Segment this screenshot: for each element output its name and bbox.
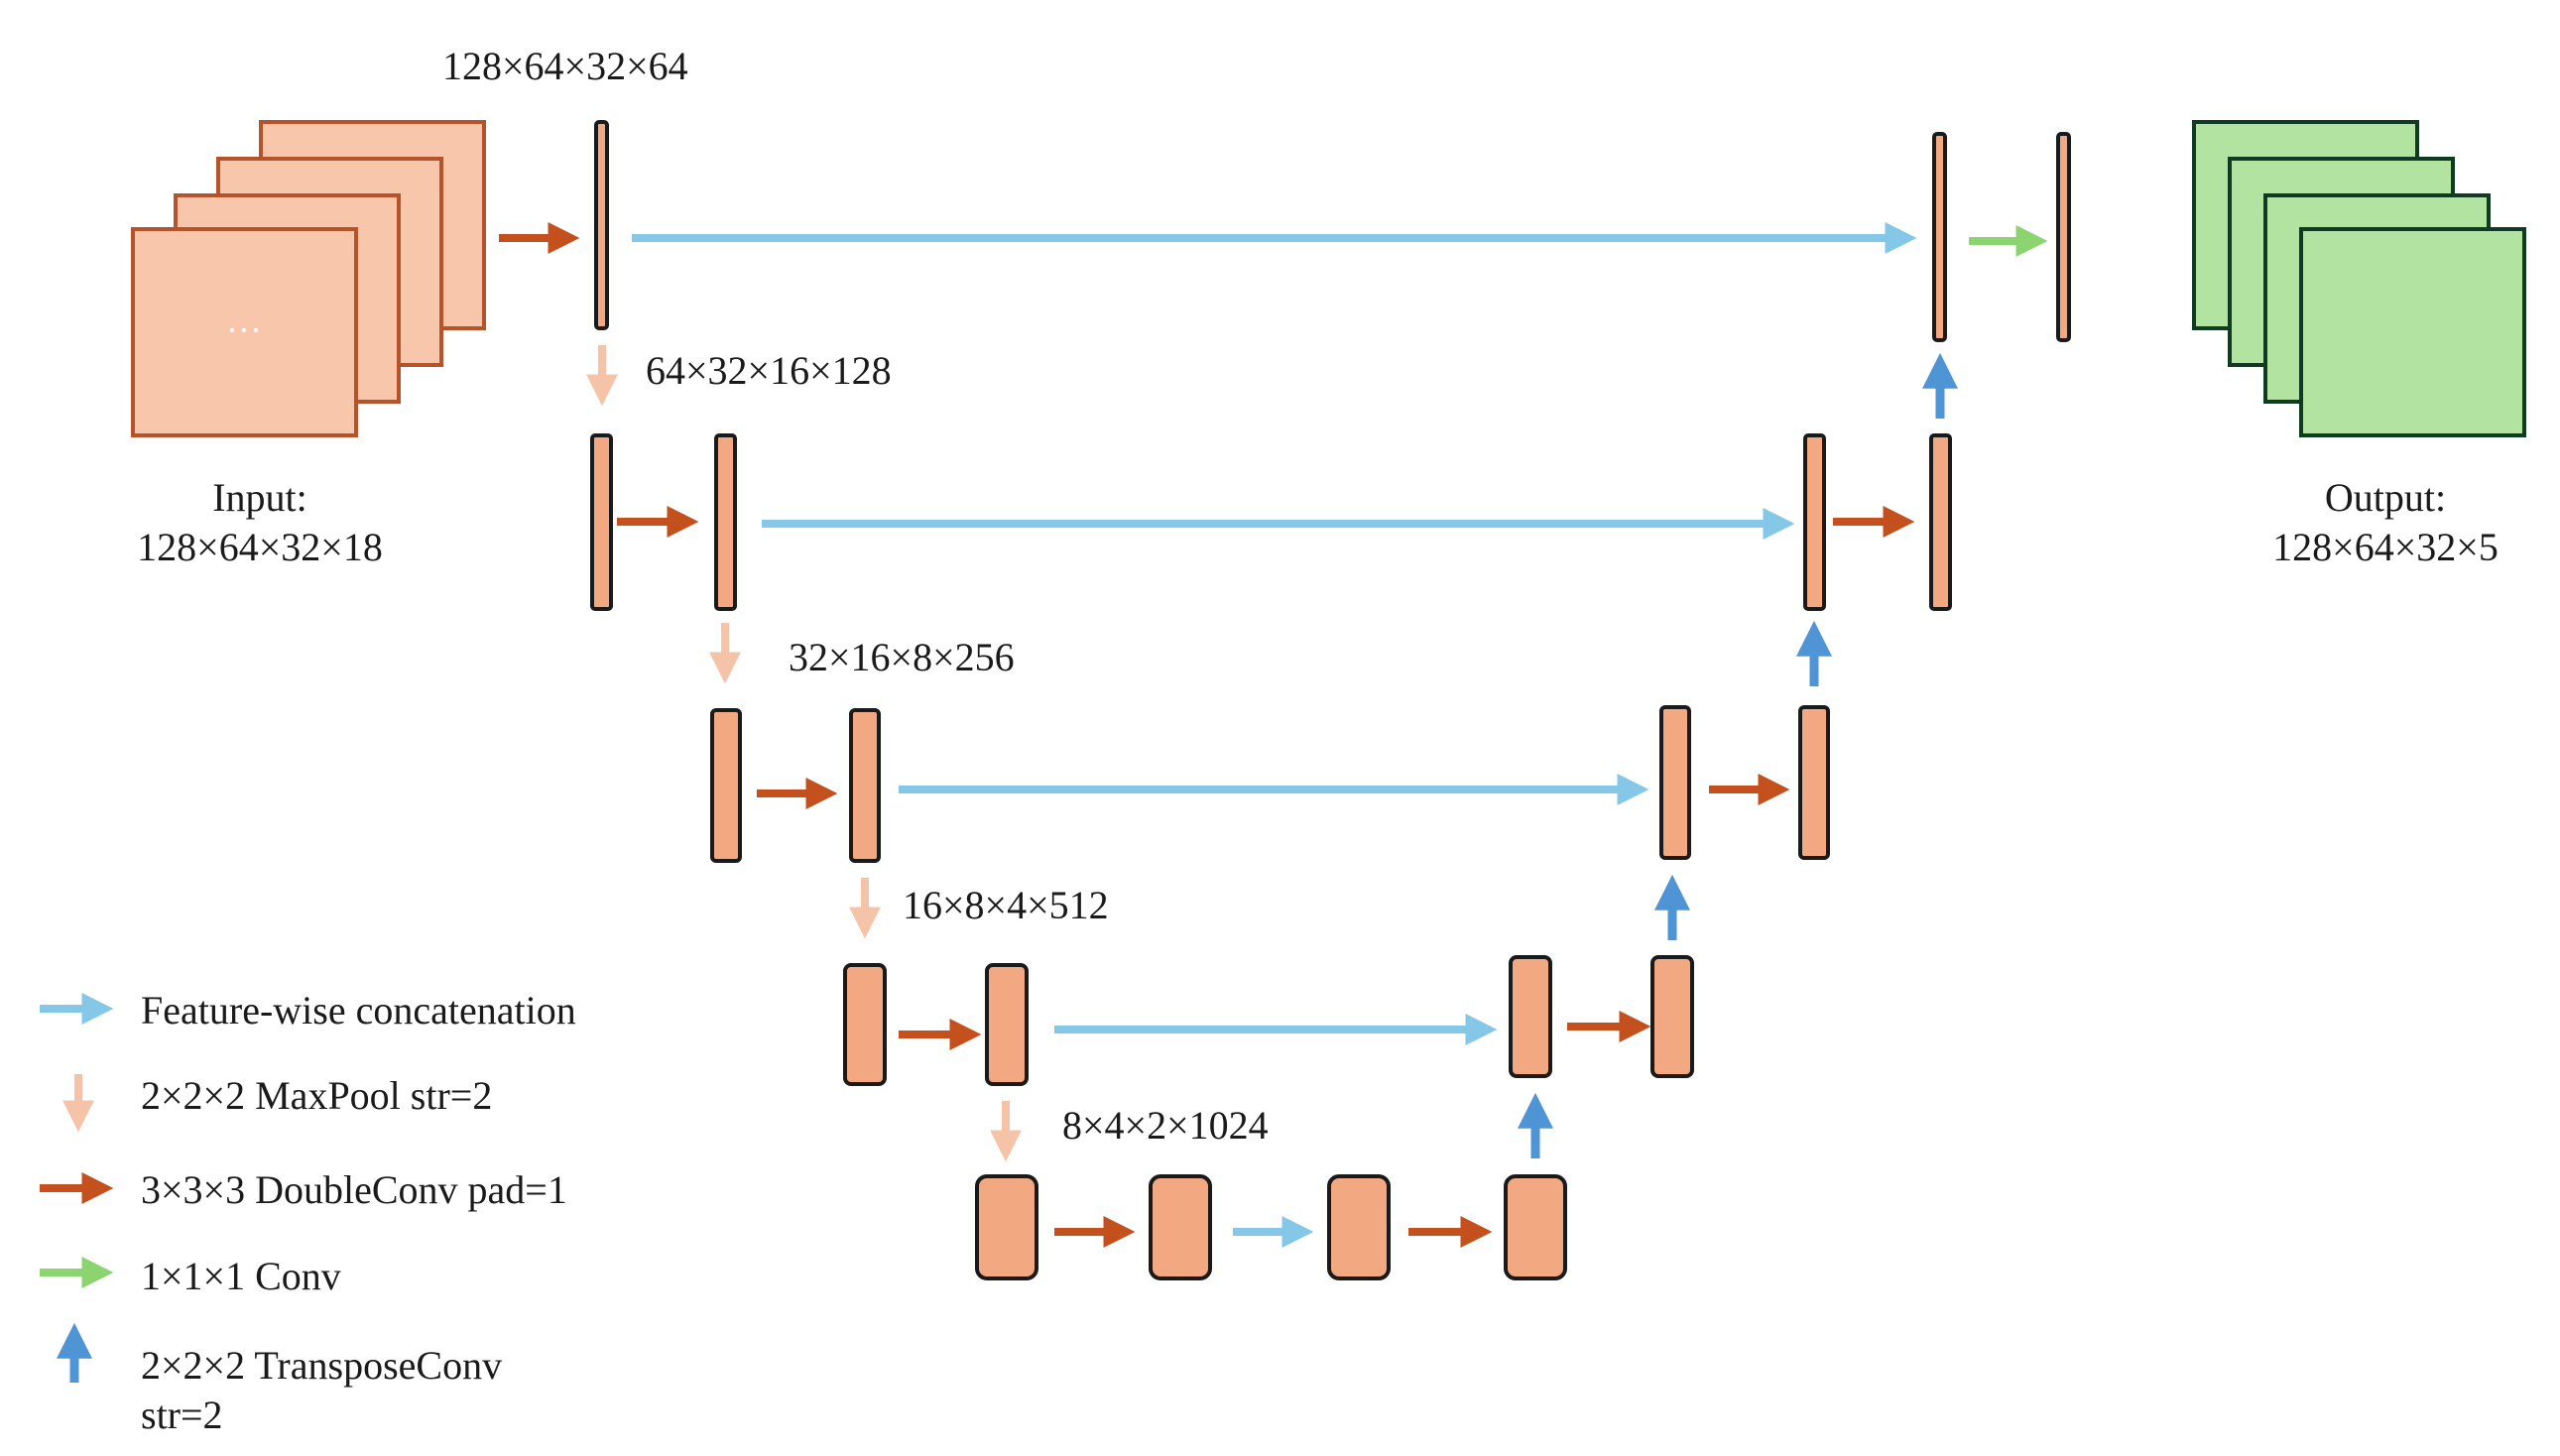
output-slice-1 [2299, 227, 2526, 437]
legend-doubleconv-label: 3×3×3 DoubleConv pad=1 [141, 1167, 567, 1212]
input-shape: 128×64×32×18 [137, 525, 383, 569]
level-1-shape: 128×64×32×64 [442, 44, 688, 88]
enc3-block-a [710, 708, 742, 863]
bottleneck-block-1 [975, 1174, 1038, 1280]
enc3-block-b [849, 708, 881, 863]
dec4-block-b [1650, 955, 1694, 1078]
legend-conv1-label: 1×1×1 Conv [141, 1254, 341, 1298]
dec1-block-out [2056, 132, 2071, 342]
legend: Feature-wise concatenation 2×2×2 MaxPool… [40, 988, 576, 1437]
dec2-block-b [1929, 433, 1952, 611]
legend-transpose-label: 2×2×2 TransposeConv [141, 1343, 502, 1388]
bottleneck-block-3 [1327, 1174, 1391, 1280]
input-volume-stack: ··· [131, 120, 486, 437]
dec2-block-a [1803, 433, 1826, 611]
input-title: Input: [212, 475, 307, 520]
enc4-block-a [843, 963, 887, 1086]
enc1-block [594, 120, 609, 330]
enc2-block-b [714, 433, 737, 611]
level-4-shape: 16×8×4×512 [903, 883, 1109, 927]
dec3-block-b [1798, 705, 1830, 860]
level-2-shape: 64×32×16×128 [646, 348, 892, 393]
dec4-block-a [1509, 955, 1552, 1078]
dec3-block-a [1659, 705, 1691, 860]
legend-concat-label: Feature-wise concatenation [141, 988, 576, 1032]
input-slice-1 [131, 227, 358, 437]
bottleneck-block-4 [1504, 1174, 1567, 1280]
output-shape: 128×64×32×5 [2272, 525, 2499, 569]
output-title: Output: [2325, 475, 2446, 520]
enc4-block-b [985, 963, 1029, 1086]
dec1-block-concat [1932, 132, 1947, 342]
bottleneck-block-2 [1149, 1174, 1212, 1280]
level-5-shape: 8×4×2×1024 [1062, 1103, 1269, 1148]
legend-transpose-label-line2: str=2 [141, 1393, 223, 1437]
legend-maxpool-label: 2×2×2 MaxPool str=2 [141, 1073, 492, 1118]
input-ellipsis: ··· [226, 310, 262, 350]
output-volume-stack [2192, 120, 2526, 437]
level-3-shape: 32×16×8×256 [789, 635, 1015, 679]
enc2-block-a [590, 433, 613, 611]
